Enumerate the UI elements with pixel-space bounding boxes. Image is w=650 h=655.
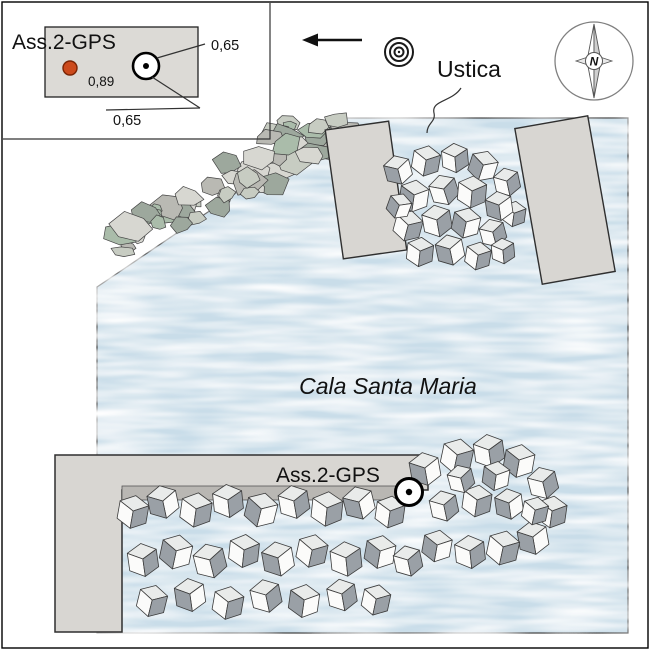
inset-offset-dimension: 0,89 (88, 74, 114, 89)
breakwater-cube (363, 535, 397, 569)
breakwater-blocks-group-south (116, 434, 568, 620)
gps-station-marker (394, 477, 424, 507)
breakwater-cube (398, 179, 430, 213)
shore-rock (271, 132, 301, 156)
breakwater-cube (261, 541, 295, 577)
breakwater-cube (484, 191, 514, 221)
breakwater-blocks-group-north (383, 142, 527, 271)
breakwater-cube (464, 241, 492, 271)
shore-rock (243, 146, 275, 171)
breakwater-cube (173, 578, 207, 612)
shore-rock (218, 186, 237, 204)
breakwater-cube (158, 534, 194, 570)
survey-benchmark-icon (384, 37, 414, 67)
shore-rock (324, 112, 349, 128)
breakwater-cube (485, 530, 521, 566)
breakwater-cube (516, 521, 550, 555)
breakwater-cube (179, 492, 213, 528)
pier-structure-east (514, 114, 616, 286)
breakwater-cube (521, 496, 549, 526)
breakwater-cube (410, 145, 442, 177)
leader-line-bottom (151, 76, 201, 109)
breakwater-cube (467, 150, 499, 182)
shore-rock (174, 186, 205, 206)
breakwater-cube (421, 529, 453, 563)
breakwater-cube (421, 204, 453, 238)
compass-north-label: N (590, 55, 599, 69)
breakwater-cube (277, 485, 311, 519)
breakwater-cube (329, 541, 363, 577)
breakwater-cube (454, 535, 486, 569)
breakwater-cube (146, 485, 180, 519)
breakwater-cube (342, 486, 376, 520)
inset-right-dimension: 0,65 (211, 38, 239, 54)
breakwater-cube (385, 193, 413, 219)
breakwater-cube (450, 207, 482, 239)
inset-gps-station-icon-dot (143, 63, 149, 69)
breakwater-cube (374, 495, 406, 529)
breakwater-cube (428, 174, 460, 206)
breakwater-cube (456, 175, 488, 209)
breakwater-cube (490, 237, 516, 265)
ustica-direction-group: Ustica (302, 33, 501, 134)
shore-rock (237, 166, 261, 189)
breakwater-cube (446, 464, 476, 494)
shore-rock (108, 211, 154, 242)
breakwater-cube (494, 488, 524, 520)
leader-underline-bottom (105, 107, 201, 111)
breakwater-cube (326, 578, 358, 612)
breakwater-cube (360, 584, 392, 616)
breakwater-cube (192, 543, 228, 579)
shore-rock (239, 186, 260, 200)
bay-name-label: Cala Santa Maria (299, 373, 477, 399)
direction-arrow-icon (302, 33, 318, 47)
access-road-line (426, 87, 462, 134)
breakwater-cube (287, 584, 321, 618)
gps-station-label: Ass.2-GPS (276, 464, 380, 487)
breakwater-cube (481, 461, 511, 491)
breakwater-cube (434, 234, 466, 266)
breakwater-cube (428, 490, 460, 522)
breakwater-cube (211, 586, 245, 620)
breakwater-cube (441, 142, 469, 174)
breakwater-cube (405, 236, 435, 268)
breakwater-cube (461, 484, 493, 518)
breakwater-cube (126, 543, 160, 577)
detail-inset: Ass.2-GPS 0,89 0,65 0,65 (3, 3, 271, 140)
shore-rock (294, 146, 324, 165)
breakwater-cube (228, 534, 260, 568)
breakwater-cube (526, 467, 560, 499)
shore-rock (150, 214, 167, 230)
breakwater-cube (472, 434, 506, 468)
breakwater-cube (212, 484, 244, 518)
compass-hub (585, 52, 603, 70)
breakwater-cube (502, 444, 536, 478)
breakwater-cube (295, 534, 329, 568)
breakwater-cube (116, 495, 150, 529)
breakwater-cube (383, 155, 413, 185)
gps-station-icon-dot (405, 488, 413, 496)
inset-bottom-dimension: 0,65 (113, 113, 141, 129)
breakwater-cube (249, 579, 283, 613)
compass-rose: N (554, 21, 634, 101)
shore-rock (170, 216, 193, 234)
breakwater-cube (243, 492, 279, 528)
breakwater-cube (135, 585, 169, 617)
breakwater-cube (310, 491, 344, 527)
inset-station-label: Ass.2-GPS (12, 31, 116, 54)
breakwater-cube (478, 218, 508, 248)
shore-rock (307, 118, 330, 135)
pier-structure-west (324, 120, 408, 260)
shore-rock (110, 246, 136, 257)
leader-line-right (156, 43, 206, 59)
breakwater-cube (392, 545, 424, 577)
town-label: Ustica (437, 56, 501, 82)
auxiliary-point-marker (62, 60, 78, 76)
inset-divider-lines (3, 3, 271, 140)
